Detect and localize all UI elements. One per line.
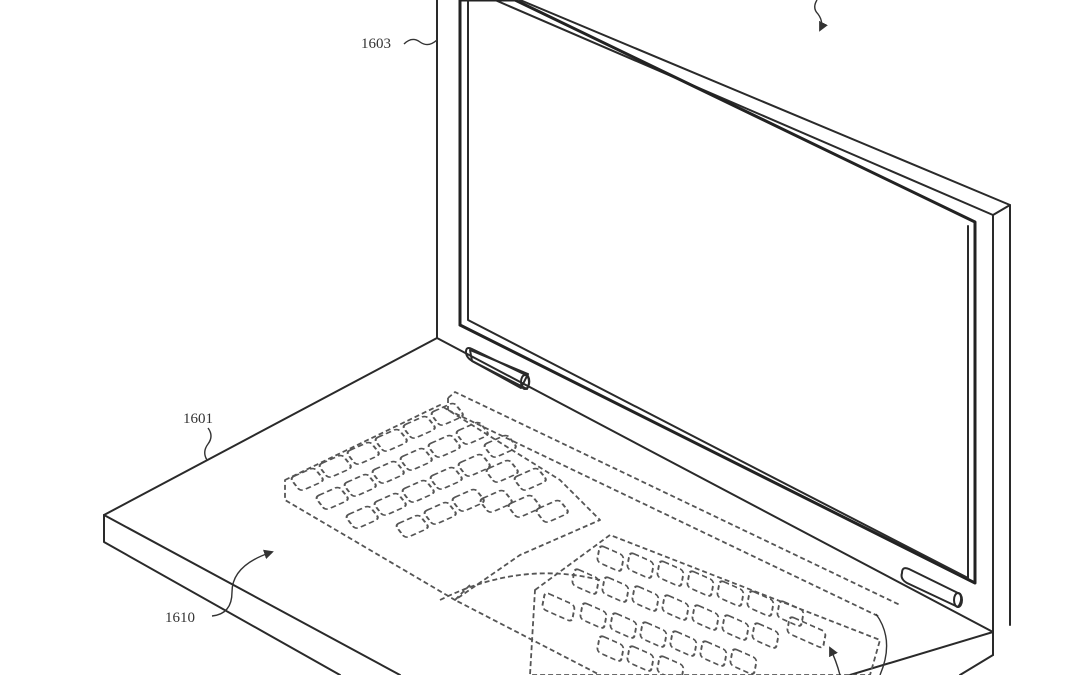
hinge-right — [900, 567, 963, 608]
base-housing — [103, 337, 994, 675]
label-1603-text: 1603 — [361, 36, 391, 52]
label-1610: 1610 — [165, 549, 274, 626]
label-1610-text: 1610 — [165, 610, 195, 626]
label-1601-text: 1601 — [183, 411, 213, 427]
label-1601: 1601 — [183, 411, 213, 461]
leader-top-right — [814, 0, 828, 32]
function-row — [447, 391, 901, 618]
hinge-left — [465, 347, 531, 390]
leader-bottom-right — [829, 613, 888, 675]
keyboard-left-half — [284, 402, 601, 601]
keyboard-center-divider — [439, 572, 601, 675]
label-1603: 1603 — [361, 36, 438, 52]
display-housing — [436, 0, 1011, 633]
key-grid-left — [290, 402, 569, 538]
keyboard-right-half — [529, 534, 881, 675]
key-grid-right — [541, 545, 827, 675]
